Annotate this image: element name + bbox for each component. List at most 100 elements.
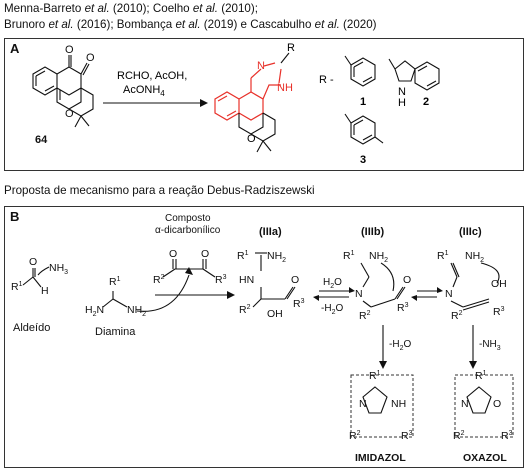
- aldehyde-h: H: [41, 285, 49, 297]
- citation-author: Brunoro: [4, 18, 46, 31]
- panel-b-label: B: [10, 209, 20, 224]
- oxazol-o: O: [493, 398, 501, 410]
- compound-64-label: 64: [35, 134, 48, 146]
- iiic-r1: R1: [437, 250, 449, 262]
- panel-a: A O O O 64 RCHO, AcOH,: [4, 38, 524, 171]
- product-pyran-o: O: [247, 133, 256, 145]
- iiic-r3: R3: [493, 306, 505, 318]
- iiib-r2: R2: [359, 310, 371, 322]
- substituent-number-1: 1: [360, 96, 366, 108]
- iiic-nh2: NH2: [465, 250, 484, 264]
- indole-n: N: [398, 86, 406, 98]
- iiia-nh2: NH2: [267, 250, 286, 264]
- intermediate-iiib-label: (IIIb): [361, 226, 385, 238]
- aldehyde-o: O: [29, 256, 37, 268]
- citation-etal: et al.: [172, 18, 201, 31]
- oxazol-label: OXAZOL: [463, 452, 507, 464]
- oxazol-r2: R2: [453, 430, 465, 442]
- imidazole-product-structure: [214, 62, 282, 121]
- tolyl-substituent-3: [344, 113, 384, 145]
- eq-forward-label: H2O: [323, 277, 342, 290]
- iiia-r3: R3: [293, 298, 305, 310]
- substituent-number-3: 3: [360, 154, 366, 166]
- composto-line-2: α-dicarbonílico: [155, 225, 221, 236]
- reaction-arrowhead: [200, 99, 208, 107]
- product-n: N: [257, 60, 265, 72]
- diamina-r1: R1: [109, 276, 121, 288]
- carbonyl-o-2: O: [86, 52, 95, 64]
- iiic-r2: R2: [451, 310, 463, 322]
- citation-etal: et al.: [189, 2, 218, 15]
- compound-64-structure: [32, 55, 94, 117]
- indole-substituent-2: [388, 58, 440, 91]
- iiib-n: N: [355, 288, 363, 300]
- loss-water-label: -H2O: [389, 339, 411, 352]
- mechanism-bonds: [22, 252, 500, 414]
- imidazol-r2: R2: [349, 430, 361, 442]
- citation-line-1: Menna-Barreto et al. (2010); Coelho et a…: [4, 2, 258, 15]
- diamina-nh2: NH2: [127, 304, 146, 318]
- citation-etal: et al.: [311, 18, 340, 31]
- diamina-label: Diamina: [95, 326, 136, 338]
- dicarbonyl-o-1: O: [169, 248, 177, 260]
- iiia-oh: OH: [267, 308, 283, 320]
- imidazol-n: N: [359, 398, 367, 410]
- citation-text: (2020): [339, 18, 377, 31]
- dicarbonyl-o-2: O: [201, 248, 209, 260]
- oxazol-r3: R3: [501, 430, 513, 442]
- imidazol-r3: R3: [401, 430, 413, 442]
- arrowheads: [185, 267, 477, 369]
- product-r: R: [287, 42, 295, 54]
- mechanism-caption: Proposta de mecanismo para a reação Debu…: [4, 184, 315, 197]
- imidazol-label: IMIDAZOL: [355, 452, 406, 464]
- compound-64-methyls: [74, 115, 90, 128]
- aldeido-label: Aldeído: [13, 322, 50, 334]
- citation-etal: et al.: [45, 18, 74, 31]
- panel-b-mechanism: O R1 H NH3 Aldeído R1 H2N NH2 Diamina Co…: [11, 213, 514, 464]
- substituent-number-2: 2: [423, 96, 429, 108]
- citation-text: (2016); Bombança: [73, 18, 173, 31]
- citation-author: Menna-Barreto: [4, 2, 82, 15]
- citation-text: (2019) e Cascabulho: [200, 18, 312, 31]
- pyran-o: O: [65, 108, 74, 120]
- carbonyl-o-1: O: [65, 44, 74, 56]
- iiia-r2: R2: [239, 304, 251, 316]
- ammonia-label: NH3: [49, 262, 68, 276]
- dicarbonyl-r2: R2: [153, 274, 165, 286]
- indole-h: H: [398, 97, 406, 109]
- diamina-h2n: H2N: [85, 304, 104, 318]
- loss-ammonia-label: -NH3: [479, 339, 501, 352]
- iiia-o: O: [291, 274, 299, 286]
- product-pyran-ring: [238, 52, 290, 153]
- citation-etal: et al.: [81, 2, 110, 15]
- citation-text: (2010); Coelho: [109, 2, 190, 15]
- intermediate-iiia-label: (IIIa): [259, 226, 282, 238]
- dicarbonyl-r3: R3: [215, 274, 227, 286]
- imidazol-r1: R1: [369, 370, 381, 382]
- citation-line-2: Brunoro et al. (2016); Bombança et al. (…: [4, 18, 377, 31]
- citation-text: (2010);: [217, 2, 258, 15]
- imidazol-nh: NH: [391, 398, 406, 410]
- product-nh: NH: [277, 82, 293, 94]
- r-definition-label: R -: [319, 74, 334, 86]
- intermediate-iiic-label: (IIIc): [459, 226, 482, 238]
- iiib-r1: R1: [343, 250, 355, 262]
- iiia-r1: R1: [237, 250, 249, 262]
- reagent-line-1: RCHO, AcOH,: [117, 70, 187, 82]
- imidazol-dashed-box: [350, 374, 414, 438]
- panel-a-scheme: O O O 64 RCHO, AcOH, AcONH4: [32, 42, 440, 166]
- aldehyde-r1: R1: [11, 281, 23, 293]
- oxazol-r1: R1: [475, 370, 487, 382]
- oxazol-n: N: [461, 398, 469, 410]
- iiib-r3: R3: [397, 302, 409, 314]
- iiia-hn: HN: [239, 274, 254, 286]
- panel-a-label: A: [10, 41, 20, 56]
- iiib-o: O: [403, 274, 411, 286]
- panel-b: B O R1 H NH3 Aldeído R1 H2N NH2 Diamina …: [4, 206, 524, 468]
- iiib-nh2: NH2: [369, 250, 388, 264]
- phenyl-substituent-1: [344, 55, 376, 87]
- composto-line-1: Composto: [165, 213, 211, 224]
- eq-reverse-label: -H2O: [321, 303, 343, 316]
- reagent-line-2: AcONH4: [123, 84, 165, 98]
- iiic-oh: OH: [491, 278, 507, 290]
